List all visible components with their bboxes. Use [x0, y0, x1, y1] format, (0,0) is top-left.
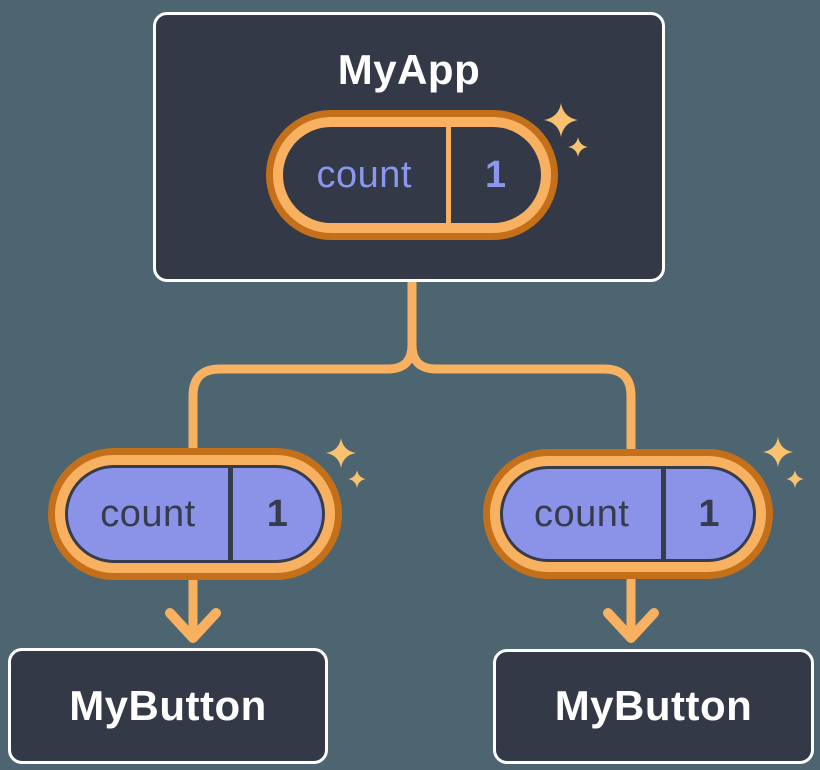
prop-pill-ring: count 1: [490, 456, 766, 572]
state-pill-value: 1: [484, 154, 507, 196]
prop-pill-value: 1: [266, 493, 289, 535]
child-component-title: MyButton: [69, 681, 267, 729]
pill-divider: [228, 468, 234, 560]
prop-pill-label: count: [534, 493, 630, 535]
arrow-down-icon: [603, 608, 659, 643]
prop-pill-label: count: [100, 493, 196, 535]
state-pill-body: count 1: [283, 127, 541, 223]
pill-divider: [660, 469, 666, 559]
sparkle-icon: [326, 438, 356, 468]
sparkle-icon: [348, 470, 366, 488]
branch-line-right: [407, 277, 636, 636]
sparkle-icon: [786, 470, 804, 488]
state-pill: count 1: [266, 110, 558, 240]
prop-pill-left: count 1: [48, 448, 342, 580]
sparkle-icon: [763, 437, 793, 467]
sparkle-icon: [568, 137, 588, 157]
child-component-title: MyButton: [554, 682, 753, 730]
prop-pill-body: count 1: [500, 466, 756, 562]
prop-pill-right: count 1: [483, 449, 773, 579]
prop-pill-ring: count 1: [55, 455, 335, 573]
prop-pill-value: 1: [698, 493, 721, 535]
child-component-card-left: MyButton: [8, 648, 328, 764]
root-component-title: MyApp: [337, 46, 481, 93]
sparkle-icon: [544, 103, 578, 137]
pill-divider: [445, 127, 451, 223]
child-component-card-right: MyButton: [493, 649, 814, 764]
state-pill-ring: count 1: [273, 117, 551, 233]
prop-pill-body: count 1: [65, 465, 325, 563]
arrow-down-icon: [165, 608, 221, 643]
state-pill-label: count: [316, 154, 412, 196]
